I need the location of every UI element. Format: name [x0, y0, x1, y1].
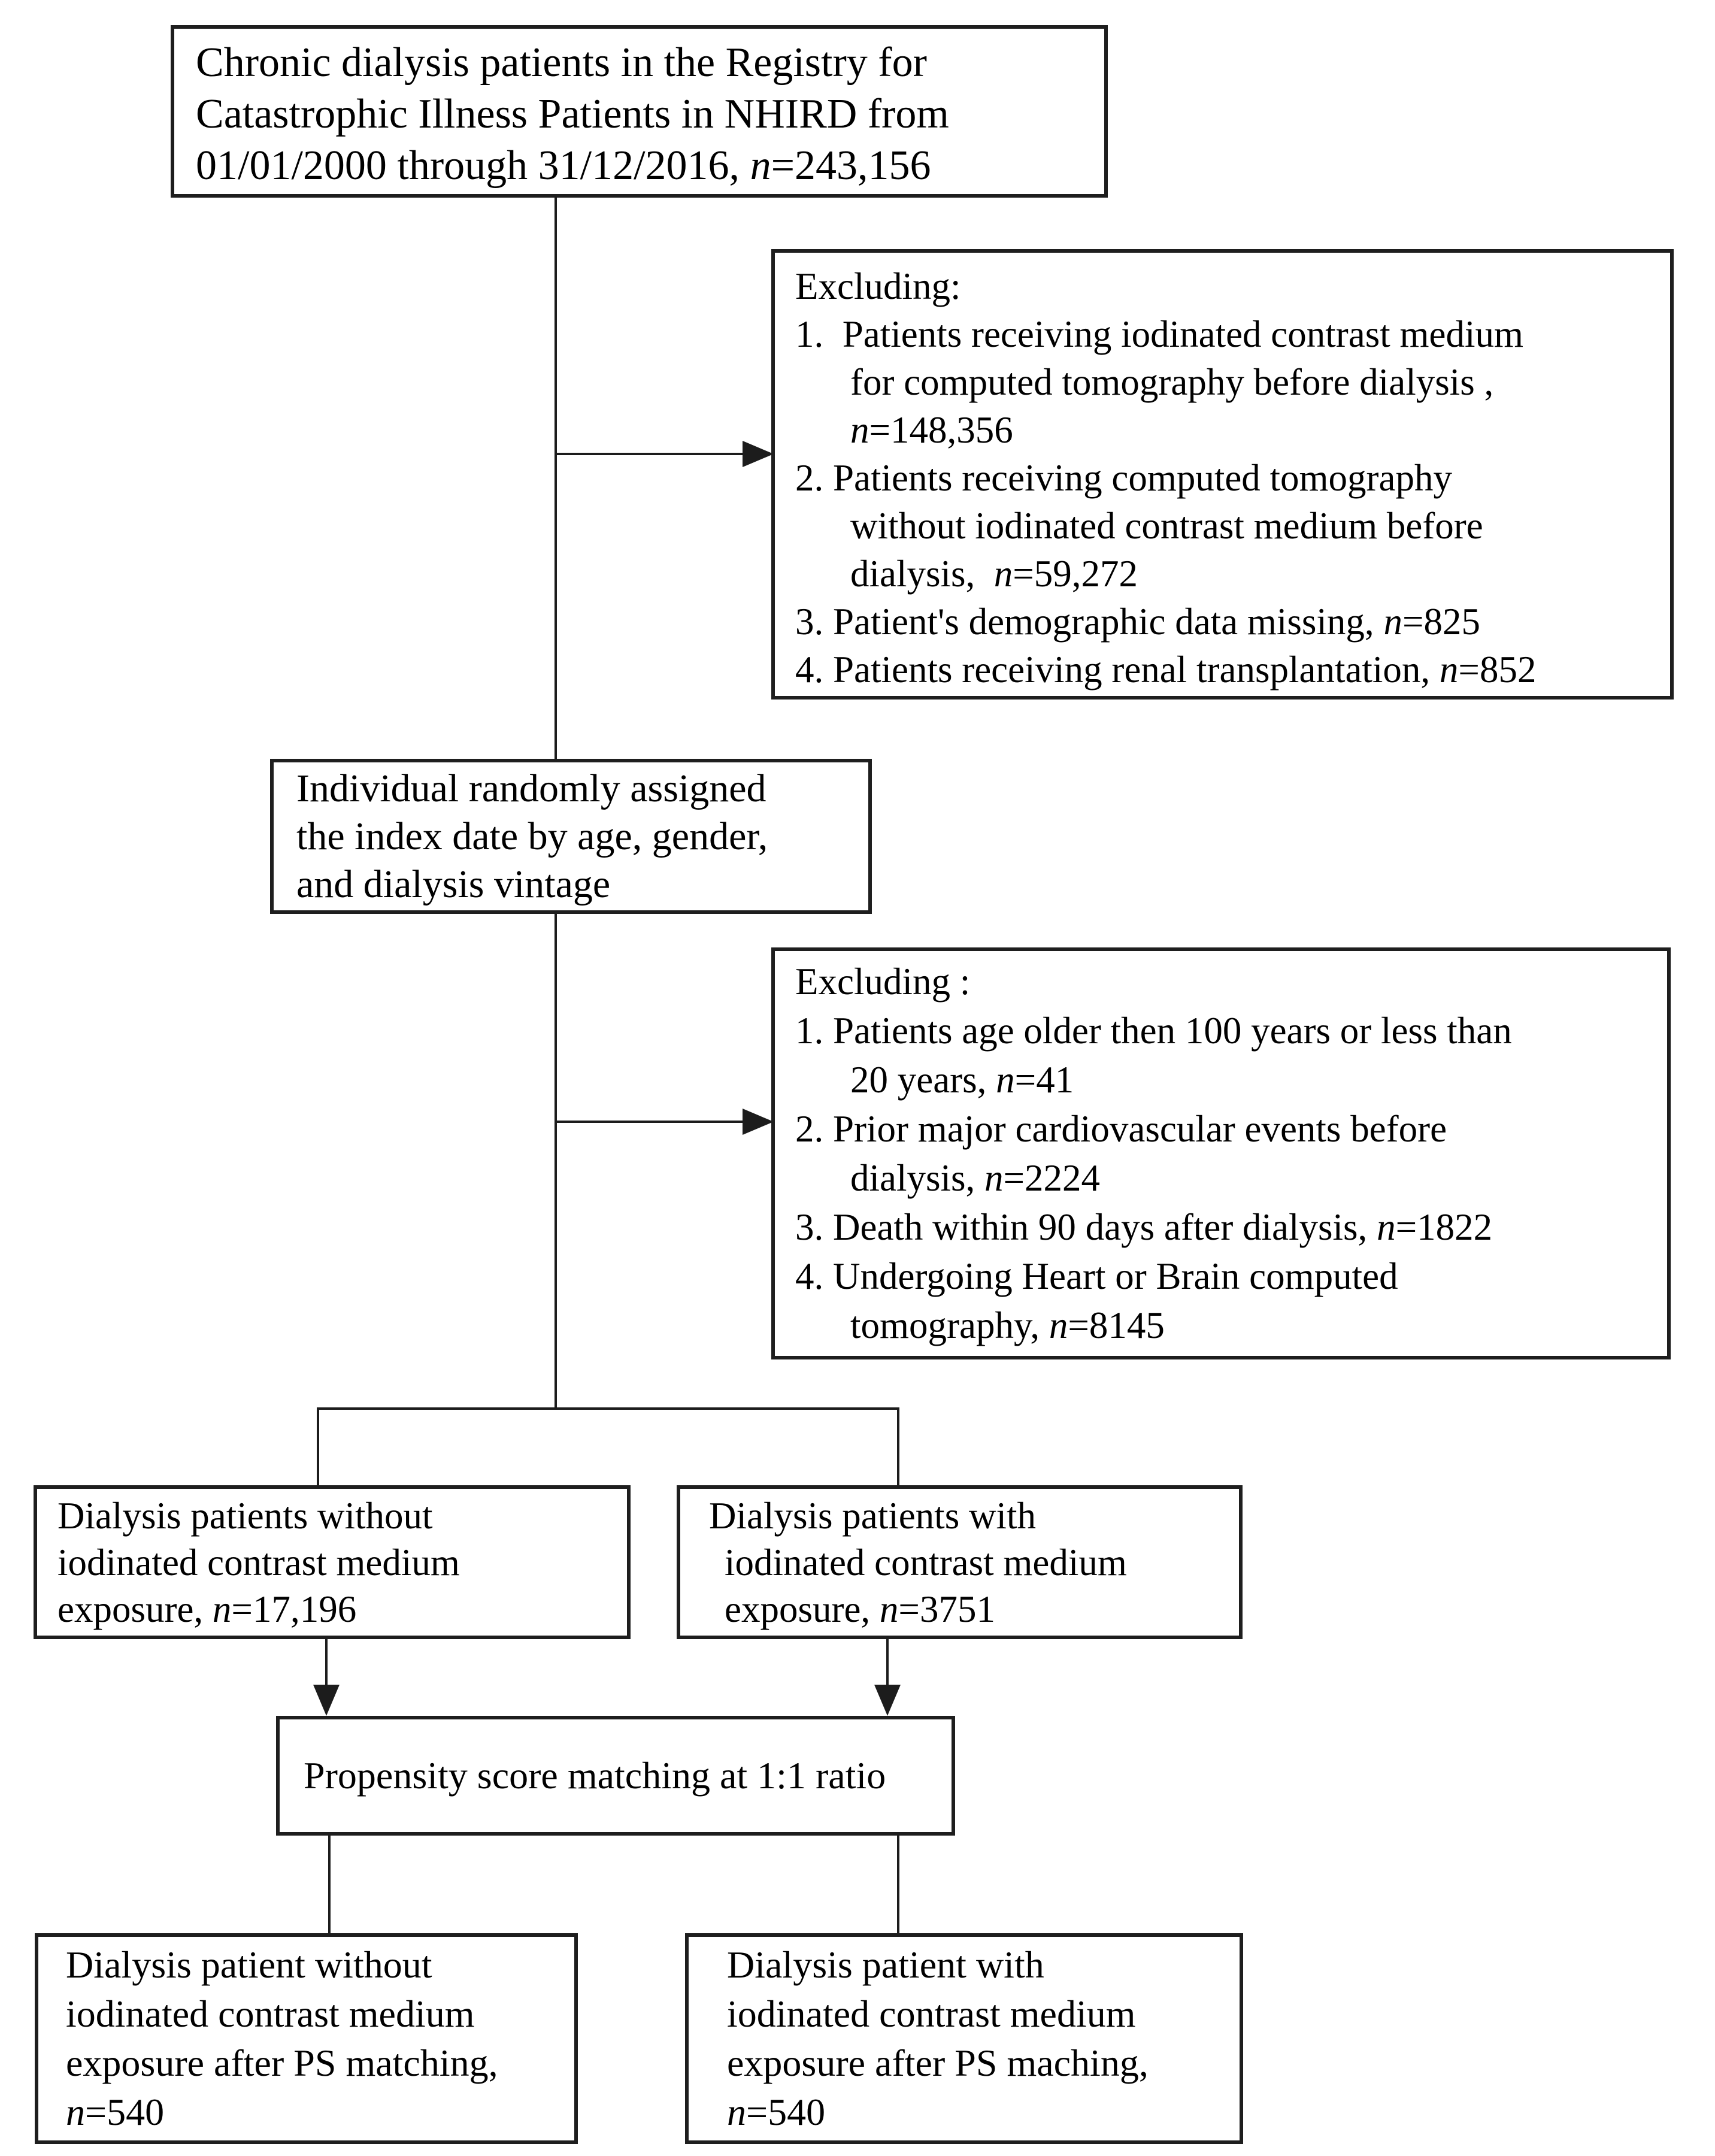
text-line: n=540 — [727, 2091, 826, 2133]
n-italic: n — [727, 2091, 746, 2133]
arrowhead-right-icon — [743, 441, 774, 467]
registry-box: Chronic dialysis patients in the Registr… — [171, 25, 1108, 198]
contrast-matched-box: Dialysis patient with iodinated contrast… — [685, 1933, 1243, 2144]
text-line: exposure, n=3751 — [725, 1588, 995, 1630]
text-line: iodinated contrast medium — [725, 1542, 1127, 1583]
text-line: for computed tomography before dialysis … — [850, 361, 1494, 403]
text-line: iodinated contrast medium — [727, 1993, 1136, 2035]
arrowhead-down-icon — [874, 1685, 901, 1716]
n-italic: n — [984, 1157, 1004, 1199]
arrowhead-right-icon — [743, 1109, 774, 1135]
text-line: n=148,356 — [850, 409, 1013, 451]
n-italic: n — [1377, 1206, 1396, 1248]
random-assignment-box: Individual randomly assigned the index d… — [270, 759, 872, 914]
n-italic: n — [66, 2091, 85, 2133]
text-line: 2. Patients receiving computed tomograph… — [795, 457, 1452, 499]
text-line: 20 years, n=41 — [850, 1059, 1074, 1101]
text-line: Individual randomly assigned — [296, 767, 766, 810]
text-line: Dialysis patient with — [727, 1943, 1044, 1986]
text-line: exposure, n=17,196 — [57, 1588, 357, 1630]
text-line: dialysis, n=59,272 — [850, 553, 1138, 595]
n-italic: n — [996, 1059, 1015, 1101]
text-line: 2. Prior major cardiovascular events bef… — [795, 1108, 1447, 1150]
text-line: and dialysis vintage — [296, 862, 611, 906]
text-line: 01/01/2000 through 31/12/2016, n=243,156 — [196, 143, 931, 189]
no-contrast-matched-box: Dialysis patient without iodinated contr… — [35, 1933, 578, 2144]
text-line: dialysis, n=2224 — [850, 1157, 1101, 1199]
text-line: Catastrophic Illness Patients in NHIRD f… — [196, 91, 949, 137]
text-line: iodinated contrast medium — [57, 1542, 460, 1583]
text-line: 3. Death within 90 days after dialysis, … — [795, 1206, 1493, 1248]
n-italic: n — [1383, 601, 1402, 643]
n-italic: n — [850, 409, 869, 451]
arrowhead-down-icon — [313, 1685, 340, 1716]
n-italic: n — [1439, 649, 1459, 691]
connector-random-to-branch — [555, 913, 557, 1410]
exclusion2-box: Excluding : 1. Patients age older then 1… — [771, 947, 1671, 1359]
n-italic: n — [993, 553, 1013, 595]
no-contrast-box: Dialysis patients without iodinated cont… — [34, 1485, 631, 1639]
text-line: without iodinated contrast medium before — [850, 505, 1483, 547]
branch-horizontal-line — [317, 1407, 899, 1410]
text-line: Propensity score matching at 1:1 ratio — [304, 1754, 886, 1797]
n-italic: n — [212, 1588, 232, 1630]
text-line: Excluding : — [795, 961, 971, 1003]
exclusion1-box: Excluding: 1. Patients receiving iodinat… — [771, 249, 1674, 700]
text-line: 4. Patients receiving renal transplantat… — [795, 649, 1537, 691]
text-line: 4. Undergoing Heart or Brain computed — [795, 1255, 1398, 1297]
text-line: iodinated contrast medium — [66, 1993, 475, 2035]
text-line: Dialysis patients without — [57, 1495, 433, 1537]
n-italic: n — [1049, 1304, 1068, 1346]
text-line: 1. Patients receiving iodinated contrast… — [795, 313, 1523, 355]
text-line: 1. Patients age older then 100 years or … — [795, 1010, 1512, 1052]
connector-to-exclusion1 — [556, 453, 744, 455]
connector-to-exclusion2 — [556, 1121, 744, 1123]
ps-matching-box: Propensity score matching at 1:1 ratio — [276, 1716, 955, 1836]
connector-registry-to-random — [555, 196, 557, 759]
text-line: 3. Patient's demographic data missing, n… — [795, 601, 1480, 643]
text-line: Dialysis patients with — [709, 1495, 1036, 1537]
n-italic: n — [750, 143, 771, 189]
connector-contrast-to-ps — [886, 1638, 889, 1688]
contrast-box: Dialysis patients with iodinated contras… — [677, 1485, 1243, 1639]
text-line: exposure after PS maching, — [727, 2042, 1149, 2084]
connector-ps-to-nocontrast-matched — [328, 1834, 331, 1934]
text-line: tomography, n=8145 — [850, 1304, 1165, 1346]
text-line: the index date by age, gender, — [296, 814, 768, 858]
text-line: n=540 — [66, 2091, 165, 2133]
text-line: Dialysis patient without — [66, 1943, 432, 1986]
branch-left-line — [317, 1407, 319, 1486]
n-italic: n — [879, 1588, 899, 1630]
text-line: Excluding: — [795, 265, 961, 307]
connector-ps-to-contrast-matched — [897, 1834, 899, 1934]
text-line: Chronic dialysis patients in the Registr… — [196, 40, 927, 86]
connector-nocontrast-to-ps — [325, 1638, 328, 1688]
branch-right-line — [897, 1407, 899, 1486]
text-line: exposure after PS matching, — [66, 2042, 498, 2084]
